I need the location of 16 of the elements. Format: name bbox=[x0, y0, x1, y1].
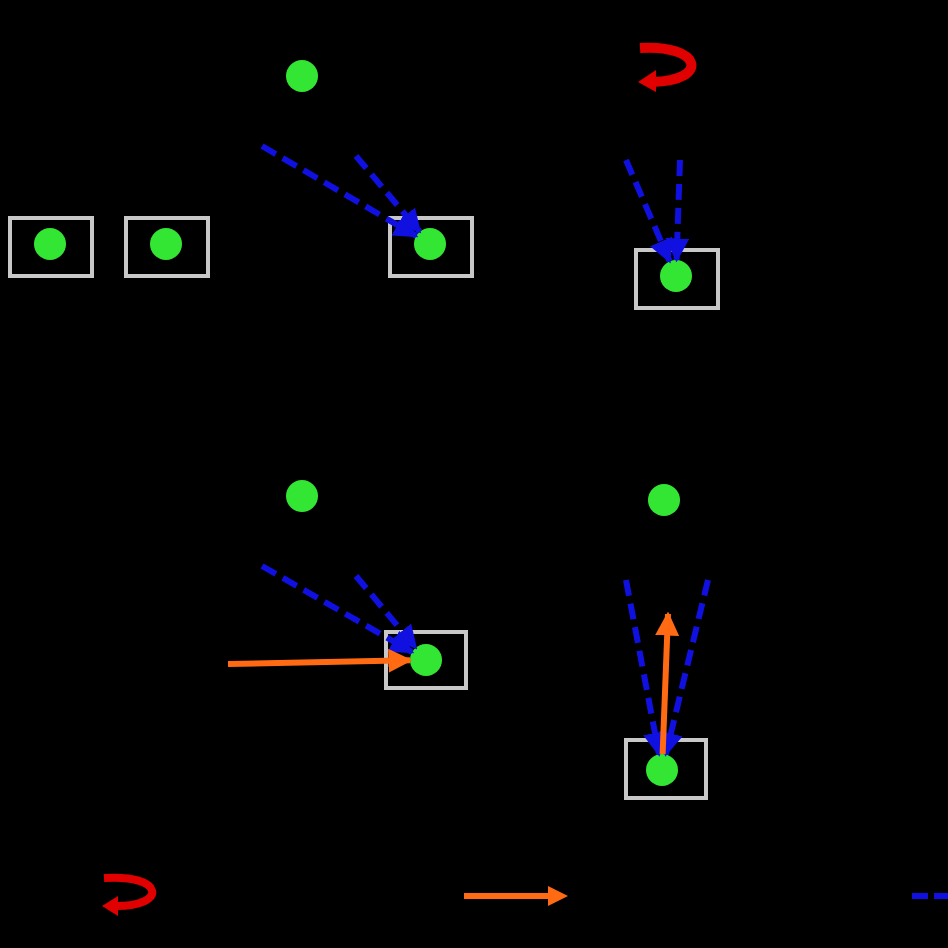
dashed-arrow bbox=[665, 159, 690, 263]
frame bbox=[8, 216, 94, 278]
dashed-arrow bbox=[260, 563, 415, 655]
arrow bbox=[655, 611, 680, 755]
dashed-arrow bbox=[353, 154, 422, 234]
frame bbox=[624, 738, 708, 800]
dashed-arrow bbox=[353, 574, 419, 650]
frame bbox=[384, 630, 468, 690]
dashed-arrow bbox=[659, 579, 711, 757]
dashed-arrow bbox=[260, 143, 419, 239]
frame bbox=[388, 216, 474, 278]
dashed-arrow bbox=[623, 158, 673, 264]
arrow bbox=[227, 648, 413, 673]
frame bbox=[634, 248, 720, 310]
dashed-arrow bbox=[623, 579, 667, 757]
frame bbox=[124, 216, 210, 278]
